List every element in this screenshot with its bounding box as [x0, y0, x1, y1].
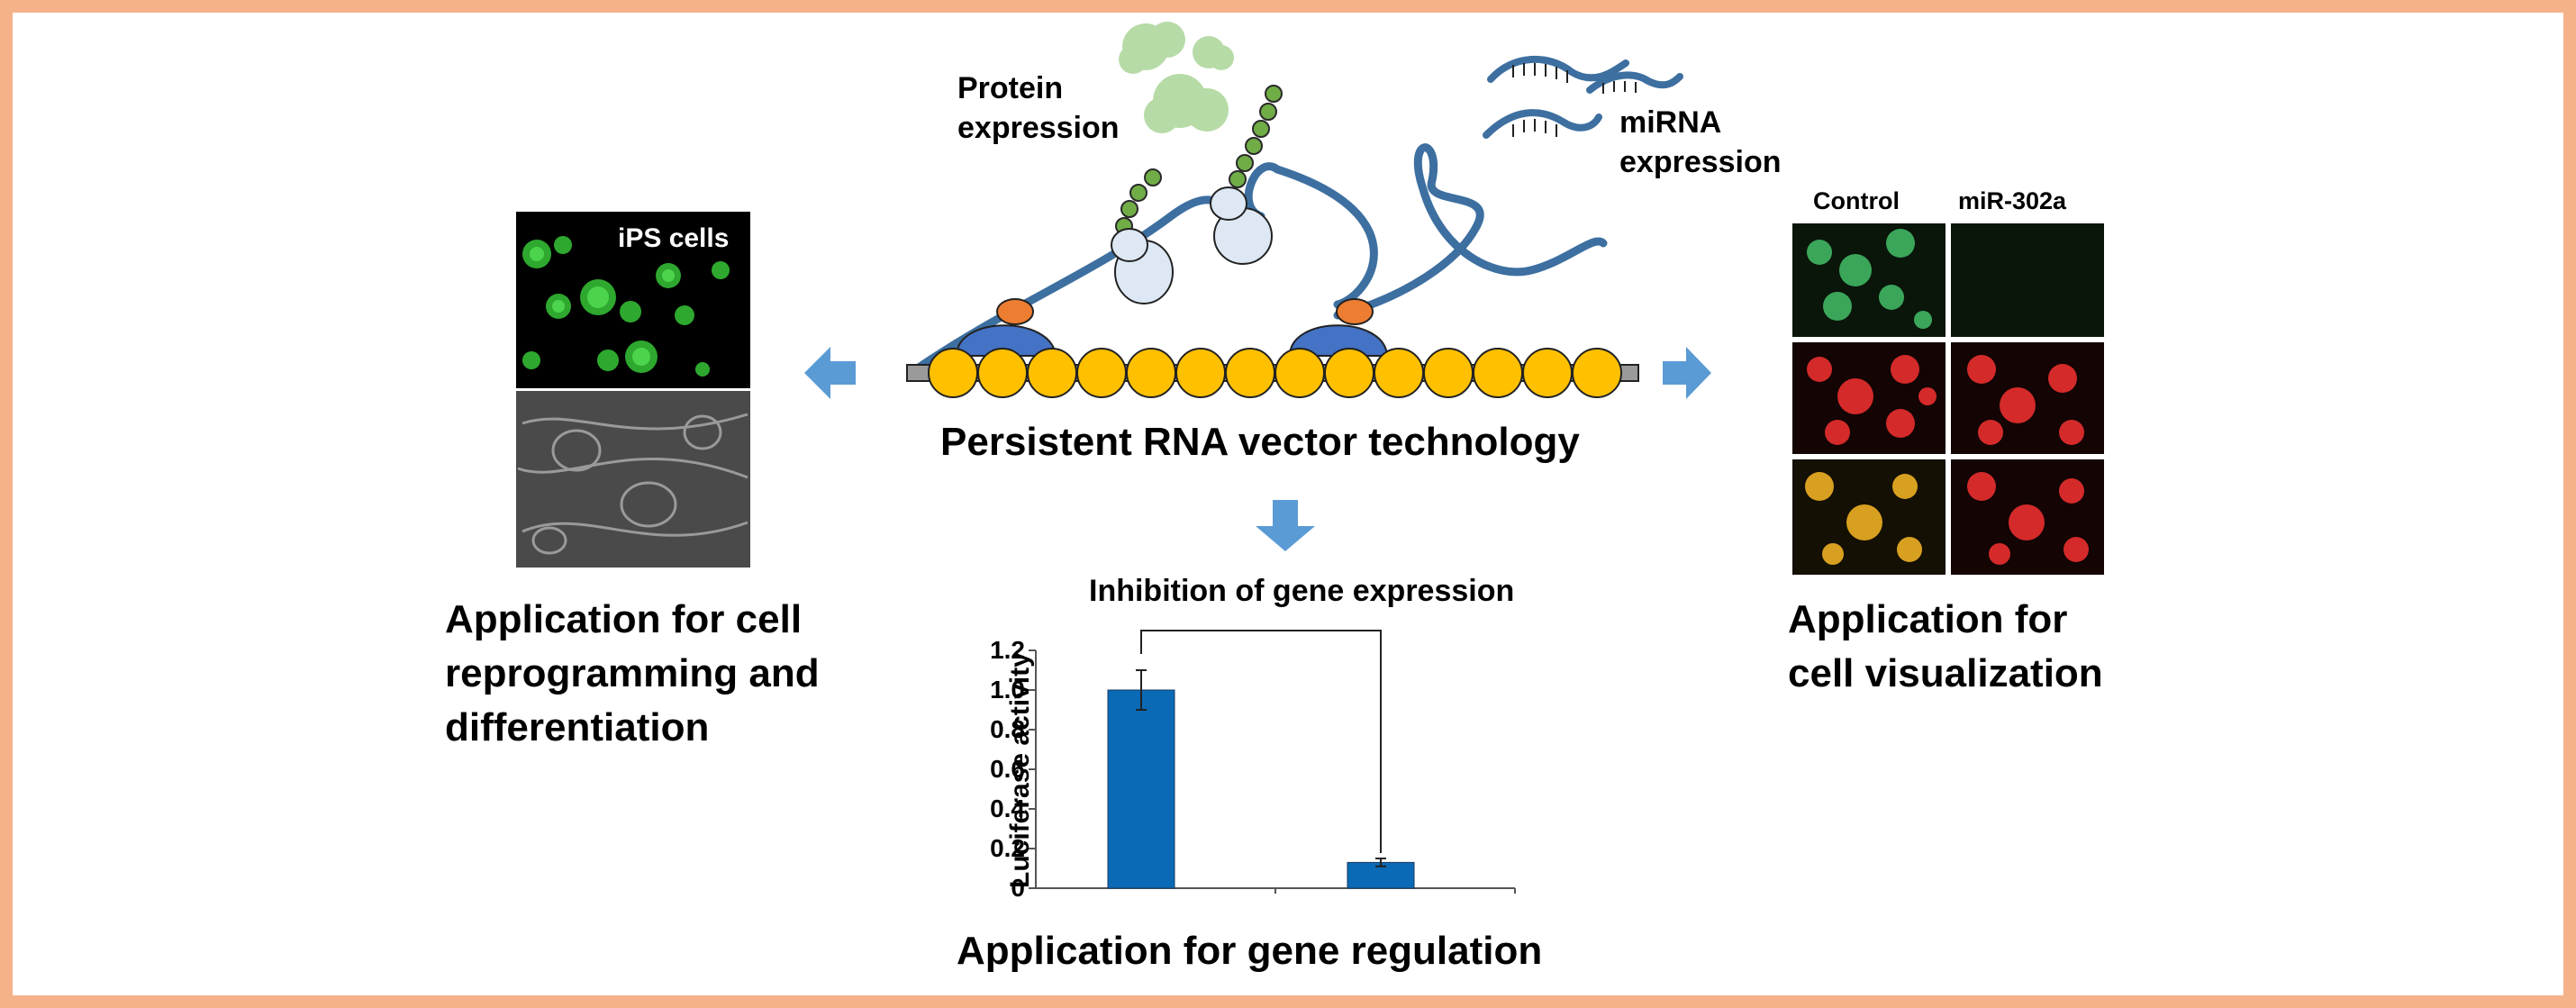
significance-bracket	[1140, 630, 1382, 853]
y-tick-label: 1.2	[990, 636, 1025, 664]
chart-title: Inhibition of gene expression	[1089, 574, 1515, 608]
error-bar-1	[1375, 858, 1386, 867]
right-title-line1: Application for	[1788, 597, 2068, 641]
ips-cells-image-label: iPS cells	[618, 223, 730, 253]
protein-cloud-icons	[1119, 22, 1234, 133]
bar-0	[1107, 689, 1175, 889]
left-title-line1: Application for cell	[445, 597, 803, 641]
y-tick-label: 0.6	[990, 755, 1025, 783]
protein-expression-label-line1: Protein	[957, 71, 1064, 105]
ribosome-small-subunit-icons	[1111, 186, 1273, 304]
y-tick-label: 0	[1011, 874, 1025, 902]
ips-cells-fluorescence-image	[516, 212, 750, 388]
main-title: Persistent RNA vector technology	[940, 420, 1580, 464]
mirna-hairpin-icons	[1483, 55, 1683, 139]
arrow-left-icon	[804, 347, 856, 399]
mir302a-column-header: miR-302a	[1958, 187, 2067, 214]
y-tick-label: 1.0	[990, 676, 1025, 704]
mirna-tick-marks	[1512, 63, 1637, 137]
protein-expression-label-line2: expression	[957, 111, 1120, 145]
ribosome-large-subunit-icons	[955, 298, 1389, 357]
mirna-expression-label-line2: expression	[1619, 145, 1782, 179]
rna-bead-icons	[928, 348, 1622, 398]
ips-cells-phase-contrast-image	[516, 391, 750, 568]
left-title-line2: reprogramming and	[445, 651, 820, 695]
cell-visualization-image-grid	[1792, 223, 2104, 575]
bottom-title: Application for gene regulation	[957, 929, 1543, 973]
peptide-chain-icons	[1115, 85, 1283, 235]
left-title-line3: differentiation	[445, 705, 710, 749]
y-tick-label: 0.8	[990, 715, 1025, 743]
bar-group	[1107, 669, 1415, 889]
y-tick-label: 0.2	[990, 834, 1025, 862]
right-title-line2: cell visualization	[1788, 651, 2103, 695]
arrow-right-icon	[1663, 347, 1711, 399]
error-bar-0	[1136, 669, 1147, 711]
y-tick-label: 0.4	[990, 795, 1025, 822]
arrow-down-icon	[1256, 500, 1315, 551]
control-column-header: Control	[1813, 187, 1900, 214]
mirna-expression-label-line1: miRNA	[1619, 105, 1722, 140]
